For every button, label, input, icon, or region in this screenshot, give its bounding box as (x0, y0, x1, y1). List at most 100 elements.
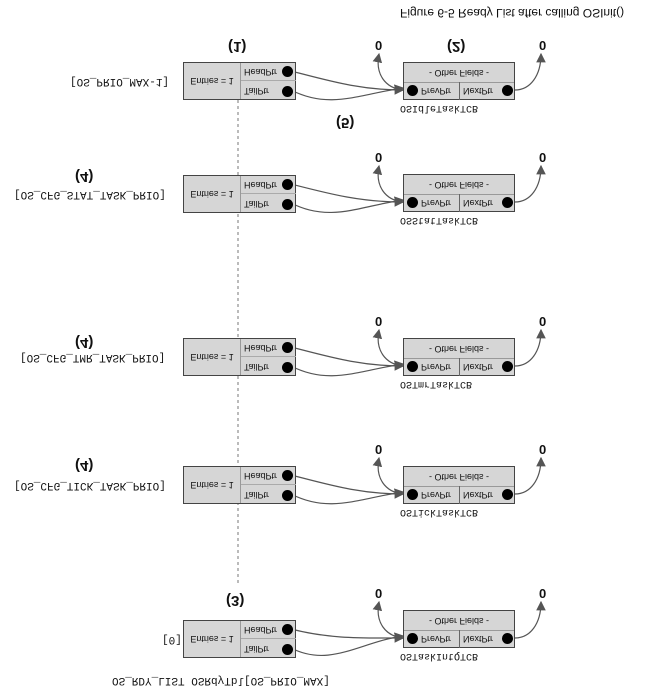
text: (4) (75, 168, 94, 185)
next-ptr-field: NextPtr (460, 82, 516, 100)
head-ptr-field: HeadPtr (241, 621, 296, 639)
text: PrevPtr (421, 634, 452, 644)
text: (4) (75, 457, 94, 474)
text: 0 (539, 586, 547, 601)
other-fields: - Other Fields - (404, 467, 514, 487)
text: OSTickTaskTCB (400, 506, 479, 517)
text: OSTaskIntQTCB (400, 650, 479, 661)
text: NextPtr (463, 198, 494, 208)
prev-ptr-field: PrevPtr (404, 358, 460, 376)
prev-null-arrow (372, 328, 404, 367)
tail-ptr-field: TailPtr (241, 82, 296, 100)
prev-ptr-dot (407, 197, 418, 208)
next-null-arrow (514, 52, 546, 91)
prev-null-value: 0 (375, 442, 382, 457)
next-ptr-dot (502, 489, 513, 500)
prev-ptr-dot (407, 85, 418, 96)
next-null-arrow (514, 600, 546, 639)
text: - Other Fields - (428, 343, 489, 354)
next-ptr-field: NextPtr (460, 486, 516, 504)
ready-list-index-label: [OS_CFG_TICK_TASK_PRIO] (14, 479, 166, 491)
head-ptr-link (290, 346, 405, 371)
tcb-name: OSStatTaskTCB (400, 214, 478, 225)
prev-ptr-field: PrevPtr (404, 194, 460, 212)
prev-null-arrow (372, 600, 404, 639)
next-ptr-dot (502, 361, 513, 372)
tcb-name: OSTaskIntQTCB (400, 650, 478, 661)
other-fields: - Other Fields - (404, 611, 514, 631)
next-null-value: 0 (539, 442, 546, 457)
text: - Other Fields - (428, 615, 489, 626)
text: TailPtr (244, 86, 270, 96)
next-ptr-dot (502, 197, 513, 208)
text: TailPtr (244, 644, 270, 654)
other-fields: - Other Fields - (404, 63, 514, 83)
array-label: OS_RDY_LIST OSRdyTbl[OS_PRIO_MAX] (112, 674, 330, 686)
prev-ptr-field: PrevPtr (404, 486, 460, 504)
other-fields: - Other Fields - (404, 175, 514, 195)
head-ptr-link (290, 183, 405, 207)
text: 0 (375, 442, 383, 457)
text: HeadPtr (244, 342, 278, 353)
head-ptr-dot (282, 179, 293, 190)
callout-marker: (1) (228, 38, 246, 55)
text: - Other Fields - (428, 471, 489, 482)
text: - Other Fields - (428, 179, 489, 190)
ready-list-index-label: [OS_CFG_STAT_TASK_PRIO] (14, 188, 166, 200)
head-ptr-link (290, 70, 405, 95)
head-ptr-dot (282, 66, 293, 77)
text: NextPtr (463, 490, 494, 500)
callout-marker: (4) (75, 168, 93, 185)
next-ptr-field: NextPtr (460, 194, 516, 212)
text: (3) (226, 592, 245, 609)
prev-null-arrow (372, 164, 404, 203)
entries-count: Entries = 1 (184, 339, 241, 375)
tail-ptr-field: TailPtr (241, 640, 296, 658)
text: TailPtr (244, 490, 270, 500)
text: HeadPtr (244, 179, 278, 190)
tail-ptr-link (290, 84, 405, 101)
callout-marker: (3) (226, 592, 244, 609)
tcb-name: OSTmrTaskTCB (400, 378, 472, 389)
text: - Other Fields - (428, 67, 489, 78)
prev-null-arrow (372, 52, 404, 91)
text: 0 (539, 38, 547, 53)
head-ptr-dot (282, 624, 293, 635)
prev-null-value: 0 (375, 314, 382, 329)
text: OSTmrTaskTCB (400, 378, 473, 389)
tail-ptr-dot (282, 362, 293, 373)
tcb-name: OSIdleTaskTCB (400, 102, 478, 113)
tail-ptr-dot (282, 644, 293, 655)
tail-ptr-field: TailPtr (241, 358, 296, 376)
text: HeadPtr (244, 470, 278, 481)
entries-count: Entries = 1 (184, 467, 241, 503)
text: PrevPtr (421, 362, 452, 372)
text: [0] (162, 633, 182, 645)
text: Entries = 1 (190, 76, 234, 86)
next-null-value: 0 (539, 38, 546, 53)
prev-null-value: 0 (375, 150, 382, 165)
head-ptr-field: HeadPtr (241, 467, 296, 485)
tail-ptr-dot (282, 199, 293, 210)
text: Entries = 1 (190, 634, 234, 644)
text: 0 (539, 442, 547, 457)
next-ptr-dot (502, 633, 513, 644)
text: (1) (228, 38, 247, 55)
text: [OS_PRIO_MAX-1] (70, 75, 170, 87)
text: PrevPtr (421, 86, 452, 96)
text: (2) (447, 38, 466, 55)
text: 0 (539, 150, 547, 165)
entries-count: Entries = 1 (184, 621, 241, 657)
entries-count: Entries = 1 (184, 176, 241, 212)
prev-ptr-dot (407, 361, 418, 372)
text: 0 (539, 314, 547, 329)
text: OSIdleTaskTCB (400, 102, 479, 113)
tail-ptr-link (290, 196, 405, 214)
text: OSStatTaskTCB (400, 214, 479, 225)
